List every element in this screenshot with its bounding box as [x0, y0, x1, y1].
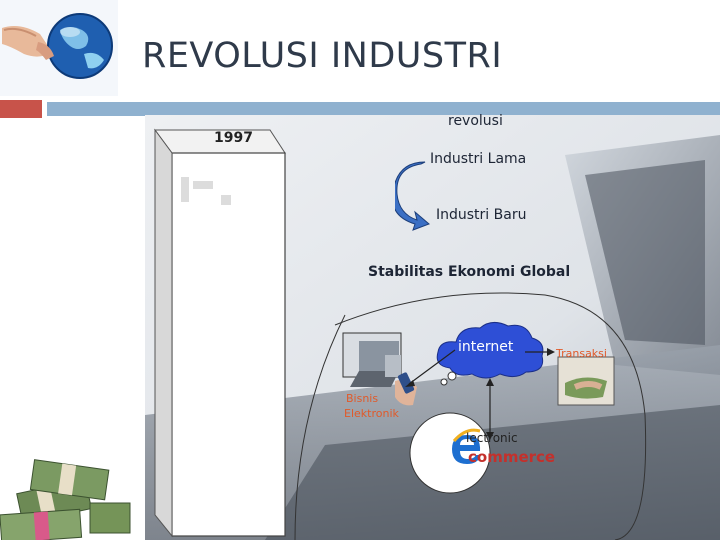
year-label: 1997: [214, 130, 253, 146]
commerce-label: commerce: [468, 448, 555, 466]
industri-lama-label: Industri Lama: [430, 151, 526, 167]
electronic-label: lectronic: [466, 431, 518, 445]
accent-bar-blue: [47, 102, 720, 116]
stabilitas-label: Stabilitas Ekonomi Global: [368, 264, 570, 280]
cash-hand-icon: [558, 357, 614, 405]
industri-baru-label: Industri Baru: [436, 207, 526, 223]
curved-arrow-icon: [395, 160, 435, 232]
elektronik-label: Elektronik: [344, 407, 399, 420]
revolusi-label: revolusi: [448, 113, 503, 129]
accent-bar-red: [0, 100, 42, 118]
transaksi-label: Transaksi: [556, 347, 607, 360]
bisnis-label: Bisnis: [346, 392, 378, 405]
globe-hand-icon: [0, 0, 118, 96]
slide-title: REVOLUSI INDUSTRI: [142, 36, 502, 76]
money-stack-icon: [0, 455, 135, 540]
internet-label: internet: [458, 339, 513, 355]
